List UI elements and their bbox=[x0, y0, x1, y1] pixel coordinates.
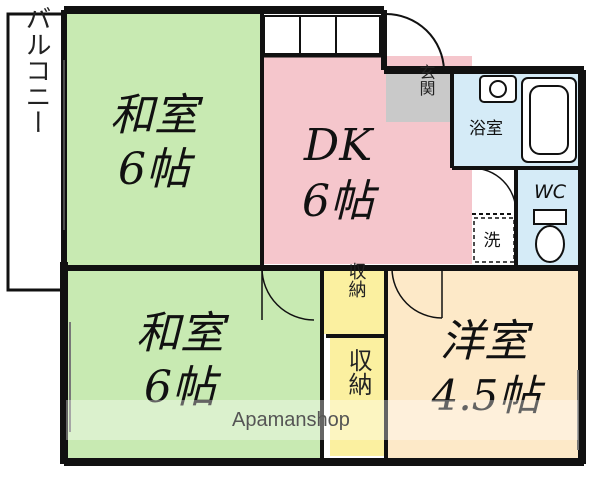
windows bbox=[69, 322, 579, 450]
door-swings bbox=[63, 60, 517, 321]
yoshitsu-size: 4.5帖 bbox=[431, 371, 546, 420]
walls bbox=[60, 6, 586, 466]
shuno-2-fill bbox=[330, 338, 386, 456]
washbasin bbox=[479, 75, 517, 103]
washitsu-bottom-fill bbox=[66, 270, 322, 460]
washitsu-top-name: 和室 bbox=[110, 90, 204, 141]
genkan-fill bbox=[386, 74, 452, 122]
shuno-2-label: 収納 bbox=[344, 348, 372, 396]
kitchen-counter bbox=[263, 15, 381, 55]
sentaku-label: 洗 bbox=[484, 231, 501, 251]
genkan-label: 玄関 bbox=[417, 64, 436, 97]
watermark-text: Apamanshop bbox=[232, 409, 350, 431]
washer-space bbox=[473, 217, 515, 263]
yokushitsu-label: 浴室 bbox=[469, 119, 503, 139]
toilet bbox=[533, 209, 567, 263]
entrance-door bbox=[385, 13, 445, 71]
balcony-label: バルコニー bbox=[21, 5, 51, 135]
watermark-band bbox=[66, 400, 578, 440]
shuno-1-label: 収納 bbox=[346, 262, 367, 298]
dk-size: 6帖 bbox=[302, 176, 380, 227]
yoshitsu-name: 洋室 bbox=[440, 316, 534, 367]
wc-label: WC bbox=[534, 181, 567, 203]
washitsu-bottom-size: 6帖 bbox=[144, 362, 222, 413]
washitsu-bottom-name: 和室 bbox=[136, 308, 230, 359]
shuno-1-fill bbox=[324, 270, 386, 334]
washitsu-top-size: 6帖 bbox=[118, 144, 196, 195]
bathtub bbox=[521, 77, 577, 163]
dk-name: DK bbox=[303, 120, 374, 171]
washitsu-top-fill bbox=[66, 14, 262, 266]
yoshitsu-fill bbox=[386, 270, 580, 460]
